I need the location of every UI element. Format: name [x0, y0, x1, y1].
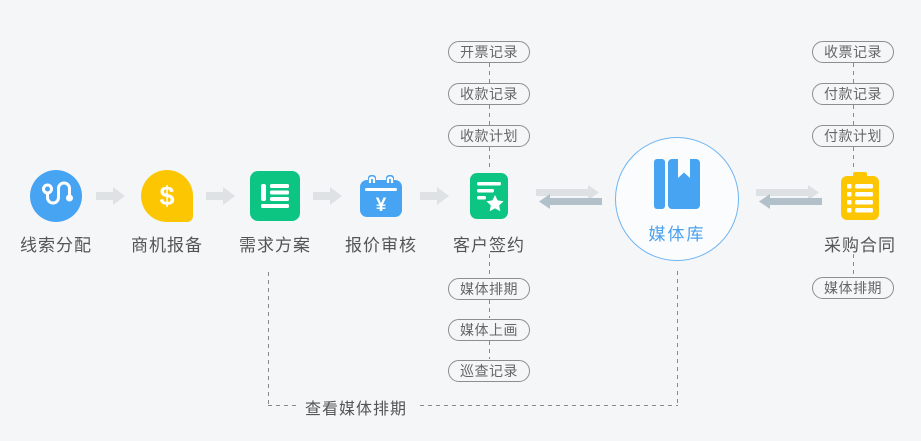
pill-receipt-records: 收款记录 [448, 83, 530, 105]
dashed-connector [853, 147, 854, 168]
step-icon-quote-review: ¥ [355, 170, 407, 222]
dashed-connector [853, 254, 854, 276]
book-icon [654, 158, 700, 215]
swap-arrows-icon [536, 184, 602, 210]
dashed-connector [489, 105, 490, 125]
step-label-requirement-plan: 需求方案 [239, 236, 311, 255]
pill-payment-plan: 付款计划 [812, 125, 894, 147]
yen-calendar-icon: ¥ [360, 175, 402, 217]
pill-invoice-received: 收票记录 [812, 41, 894, 63]
list-icon [250, 171, 300, 221]
pill-media-schedule: 媒体排期 [448, 278, 530, 300]
arrow-right-icon [313, 185, 343, 207]
dashed-connector [853, 63, 854, 83]
dashed-connector [489, 254, 490, 277]
pill-media-display: 媒体上画 [448, 319, 530, 341]
pill-invoice-records: 开票记录 [448, 41, 530, 63]
dashed-connector [489, 147, 490, 168]
pill-payment-records: 付款记录 [812, 83, 894, 105]
dashed-connector [268, 272, 269, 405]
step-label-purchase-contract: 采购合同 [824, 236, 896, 255]
clipboard-icon [841, 172, 879, 220]
view-media-schedule-label: 查看媒体排期 [296, 395, 417, 419]
swap-arrows-icon [756, 184, 822, 210]
media-library-circle: 媒体库 [615, 137, 739, 261]
pill-inspection-records: 巡查记录 [448, 360, 530, 382]
arrow-right-icon [420, 185, 450, 207]
pill-receipt-plan: 收款计划 [448, 125, 530, 147]
dashed-connector [489, 63, 490, 83]
dollar-glyph: $ [159, 180, 175, 211]
step-icon-customer-signing [463, 170, 515, 222]
arrow-right-icon [96, 185, 126, 207]
step-icon-requirement-plan [249, 170, 301, 222]
step-icon-lead-assignment [30, 170, 82, 222]
arrow-right-icon [206, 185, 236, 207]
step-label-quote-review: 报价审核 [345, 236, 417, 255]
dashed-connector [489, 341, 490, 359]
step-icon-opportunity-report: $ [141, 170, 193, 222]
dashed-connector [268, 405, 678, 406]
step-icon-purchase-contract [834, 170, 886, 222]
dashed-connector [489, 300, 490, 318]
dashed-connector [853, 105, 854, 125]
step-label-lead-assignment: 线索分配 [20, 236, 92, 255]
dashed-connector [677, 271, 678, 405]
step-label-media-library: 媒体库 [648, 225, 706, 244]
yen-glyph: ¥ [376, 195, 387, 216]
pill-media-schedule: 媒体排期 [812, 277, 894, 299]
step-label-opportunity-report: 商机报备 [131, 236, 203, 255]
route-icon [30, 170, 82, 222]
step-label-customer-signing: 客户签约 [453, 236, 525, 255]
contract-star-icon [470, 173, 508, 219]
dollar-bubble-icon: $ [141, 170, 193, 222]
